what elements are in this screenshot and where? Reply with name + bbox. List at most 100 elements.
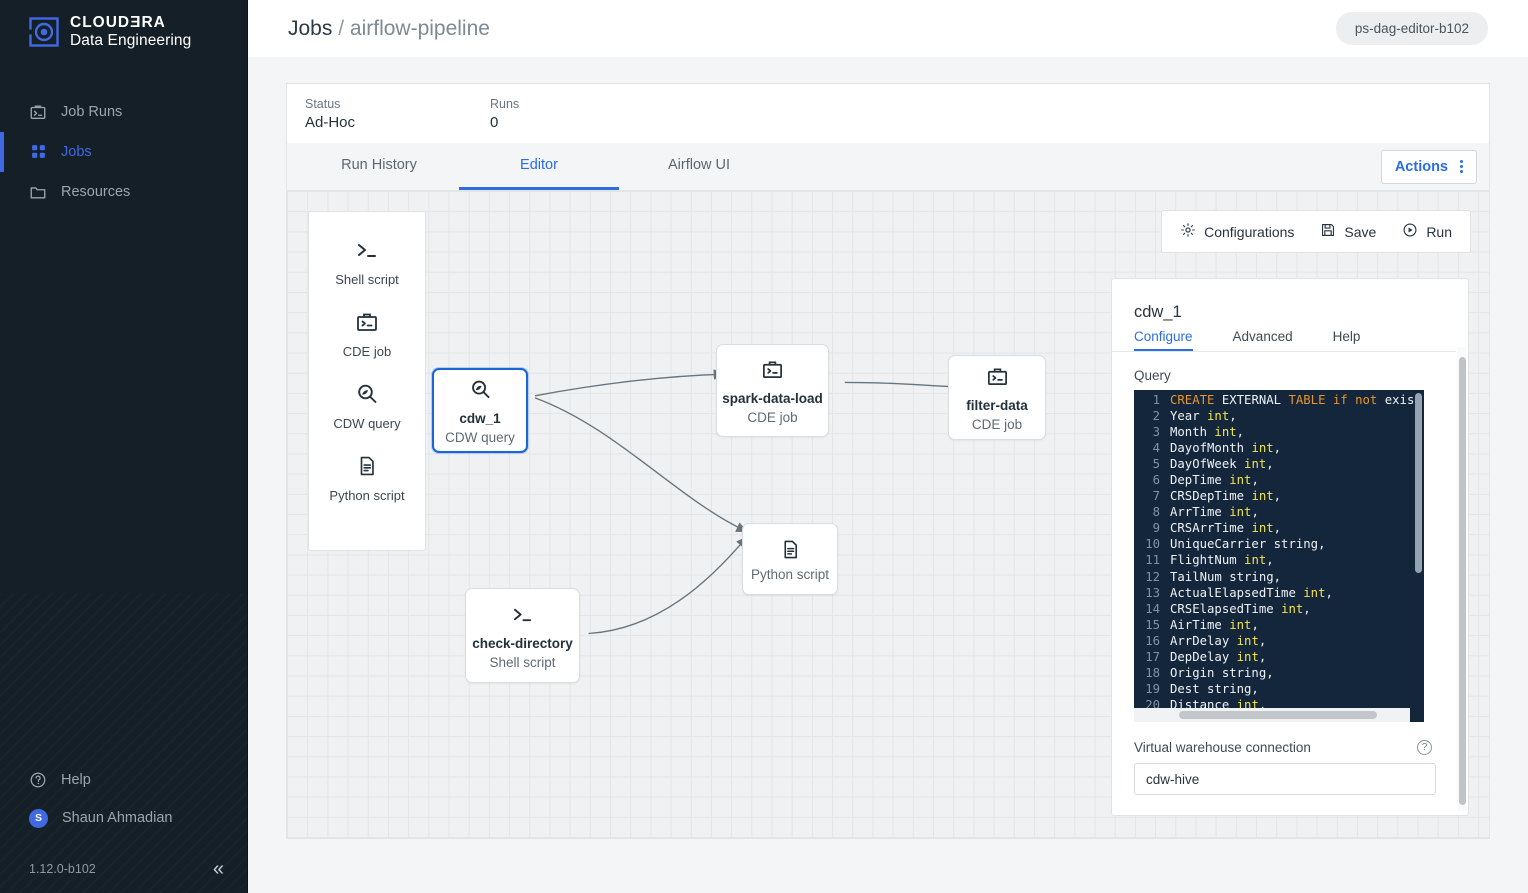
code-line-text: DepDelay int, (1170, 649, 1267, 664)
sidebar-item-resources[interactable]: Resources (0, 172, 248, 212)
dag-node-subtitle: CDE job (971, 417, 1023, 432)
vwc-value: cdw-hive (1146, 771, 1200, 787)
actions-button[interactable]: Actions (1380, 149, 1477, 184)
code-line-number: 14 (1145, 601, 1160, 616)
summary-status-label: Status (305, 96, 341, 111)
cde-job-icon (761, 356, 784, 382)
code-line-text: Distance int, (1170, 697, 1267, 708)
sidebar-item-jobs[interactable]: Jobs (0, 131, 248, 172)
dag-node-subtitle: Shell script (489, 655, 556, 670)
palette-item-shell-script[interactable]: Shell script (309, 236, 425, 287)
code-line-number: 13 (1145, 585, 1160, 600)
jobs-grid-icon (29, 143, 47, 161)
palette-item-cde-job[interactable]: CDE job (309, 308, 425, 359)
code-line-text: ArrTime int, (1170, 505, 1259, 520)
vwc-select[interactable]: cdw-hive (1134, 763, 1436, 795)
code-line-text: DepTime int, (1170, 473, 1259, 488)
dag-node-filter-data[interactable]: filter-data CDE job (948, 355, 1046, 440)
sidebar-item-help[interactable]: Help (0, 761, 248, 799)
sidebar-item-label: Resources (61, 183, 131, 200)
palette-item-label: Shell script (335, 272, 399, 287)
code-line-number: 4 (1152, 441, 1160, 456)
play-circle-icon (1402, 222, 1418, 241)
code-line-number: 9 (1152, 521, 1160, 536)
dag-node-title: check-directory (472, 636, 573, 651)
code-scroll-corner (1410, 708, 1424, 722)
summary-runs: Runs 0 (490, 97, 529, 131)
panel-tab-configure[interactable]: Configure (1134, 330, 1193, 351)
sidebar-item-user[interactable]: S Shaun Ahmadian (0, 799, 248, 837)
code-line-text: Year int, (1170, 409, 1237, 424)
code-line: 9 CRSArrTime int, (1134, 520, 1415, 536)
breadcrumb-root[interactable]: Jobs (288, 16, 333, 40)
breadcrumb-current: airflow-pipeline (349, 16, 490, 40)
code-line-number: 5 (1152, 457, 1160, 472)
tab-list: Run History Editor Airflow UI (287, 143, 779, 190)
sidebar: CLOUDƎRA Data Engineering Job Runs (0, 0, 248, 893)
cdw-query-icon (309, 380, 425, 408)
dag-node-python-script[interactable]: Python script (742, 523, 838, 595)
tab-editor[interactable]: Editor (459, 143, 619, 190)
code-line-number: 15 (1145, 617, 1160, 632)
code-line-number: 11 (1145, 553, 1160, 568)
edge-check-python (588, 536, 748, 635)
dag-node-cdw-1[interactable]: cdw_1 CDW query (432, 368, 528, 453)
code-line-text: CRSArrTime int, (1170, 521, 1282, 536)
panel-tab-list: Configure Advanced Help (1112, 330, 1456, 352)
code-line-number: 2 (1152, 409, 1160, 424)
tab-airflow-ui[interactable]: Airflow UI (667, 157, 731, 173)
palette-item-cdw-query[interactable]: CDW query (309, 380, 425, 431)
code-line-number: 3 (1152, 425, 1160, 440)
sidebar-help-label: Help (61, 772, 91, 788)
dag-node-check-directory[interactable]: check-directory Shell script (465, 588, 580, 683)
avatar: S (29, 808, 48, 828)
run-button[interactable]: Run (1402, 222, 1452, 241)
cde-job-icon (986, 363, 1009, 389)
code-line-number: 19 (1145, 681, 1160, 696)
cloudera-logo-icon (29, 17, 59, 47)
panel-tab-advanced[interactable]: Advanced (1232, 330, 1293, 344)
code-horizontal-scrollbar-thumb[interactable] (1179, 711, 1377, 719)
palette-item-python-script[interactable]: Python script (309, 452, 425, 503)
code-horizontal-scrollbar-track[interactable] (1134, 708, 1424, 722)
save-label: Save (1344, 223, 1377, 240)
brand-logo[interactable]: CLOUDƎRA Data Engineering (0, 0, 248, 51)
summary-status: Status Ad-Hoc (305, 97, 490, 131)
cdw-query-icon (469, 376, 492, 402)
summary-runs-label: Runs (490, 96, 520, 111)
dag-canvas[interactable]: Shell script CDE job (286, 191, 1490, 839)
palette-item-label: CDE job (342, 344, 392, 359)
chevron-double-left-icon[interactable]: « (212, 858, 224, 880)
dag-node-spark-data-load[interactable]: spark-data-load CDE job (716, 344, 829, 437)
actions-button-label: Actions (1394, 158, 1448, 175)
sidebar-item-job-runs[interactable]: Job Runs (0, 92, 248, 132)
breadcrumb-separator: / (338, 16, 345, 40)
folder-icon (29, 183, 47, 201)
code-vertical-scrollbar[interactable] (1415, 393, 1422, 573)
sidebar-nav: Job Runs Jobs (0, 92, 248, 212)
save-button[interactable]: Save (1320, 222, 1376, 241)
cde-job-icon (309, 308, 425, 336)
configurations-button[interactable]: Configurations (1180, 222, 1294, 241)
vwc-label-text: Virtual warehouse connection (1134, 740, 1311, 755)
brand-line-1: CLOUDƎRA (70, 14, 166, 31)
python-script-icon (309, 452, 425, 480)
code-line-number: 18 (1145, 665, 1160, 680)
tab-run-history[interactable]: Run History (341, 157, 417, 173)
node-palette: Shell script CDE job (308, 211, 426, 551)
dag-node-title: spark-data-load (722, 391, 823, 406)
question-circle-icon[interactable]: ? (1417, 740, 1432, 755)
actions-wrapper: Actions (1380, 143, 1477, 190)
panel-tab-help[interactable]: Help (1332, 330, 1361, 344)
environment-pill[interactable]: ps-dag-editor-b102 (1335, 12, 1488, 45)
sidebar-item-label: Jobs (61, 143, 92, 160)
panel-scrollbar-thumb[interactable] (1459, 357, 1466, 805)
